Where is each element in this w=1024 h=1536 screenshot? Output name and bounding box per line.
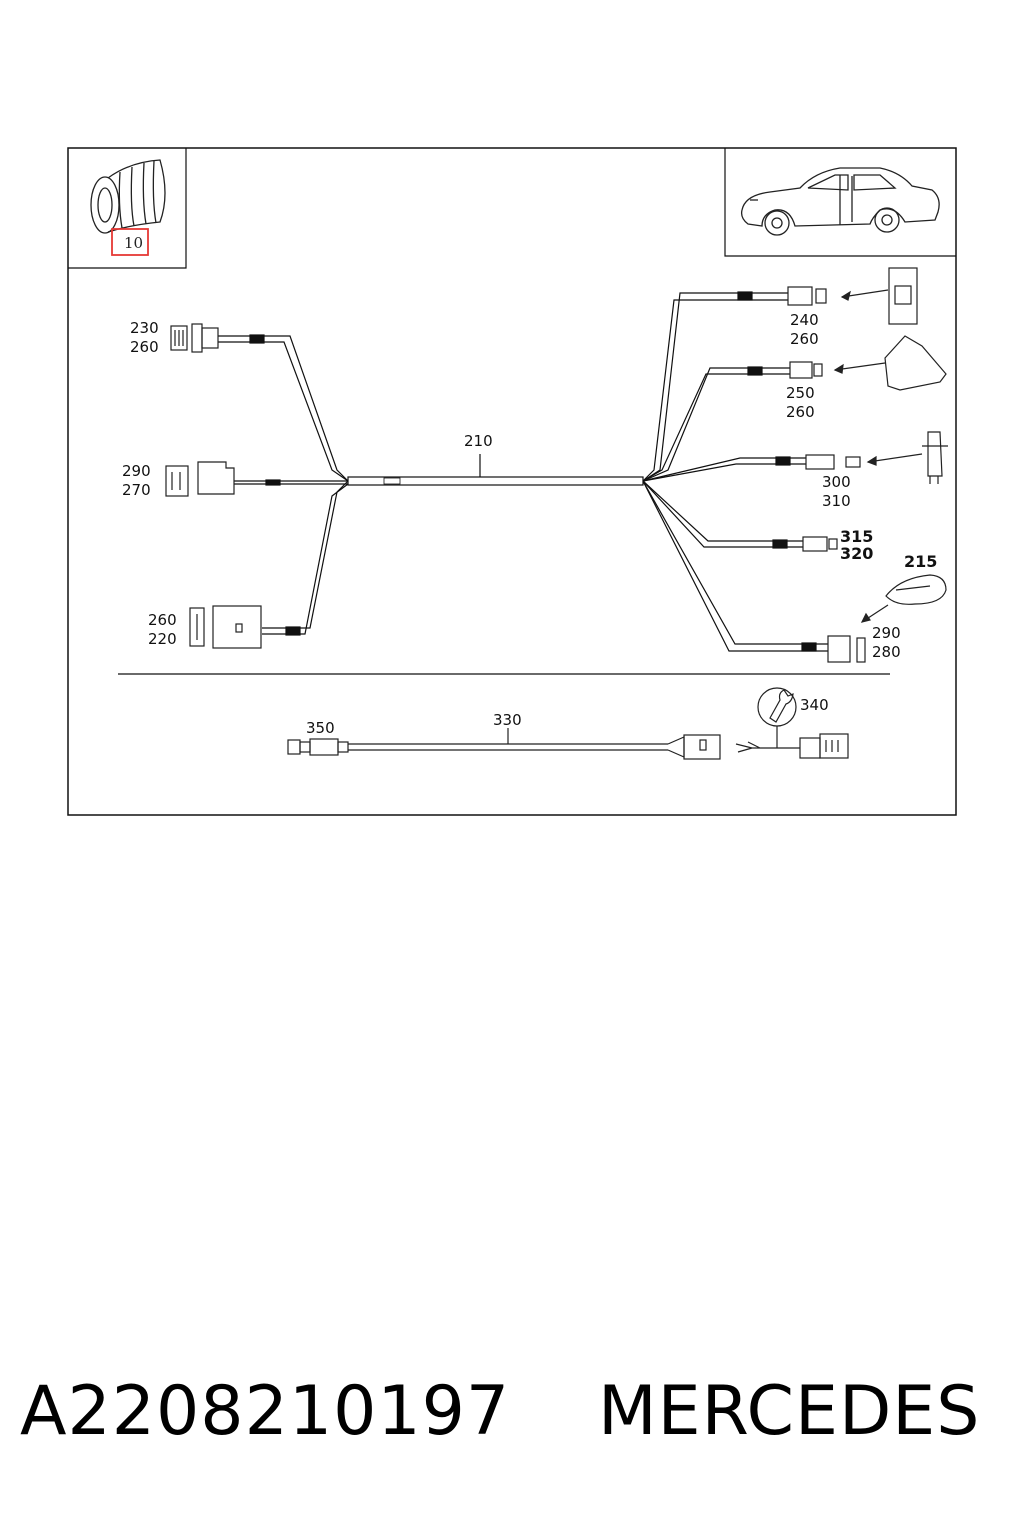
part-number: A2208210197 [20,1372,511,1451]
callout-labels: 210 230 260 290 270 260 220 240 260 250 … [122,311,937,737]
connector-300[interactable] [805,431,948,484]
label-215: 215 [904,552,937,571]
label-290-b: 290 [872,624,901,642]
label-340: 340 [800,696,829,714]
grommet-inset: 10 [68,148,187,269]
grommet-icon [90,159,166,234]
connector-315[interactable] [802,536,838,552]
door-lamp-icon [884,335,947,391]
label-230: 230 [130,319,159,337]
label-330: 330 [493,711,522,729]
label-350: 350 [306,719,335,737]
label-270: 270 [122,481,151,499]
parts-diagram: 10 [67,147,957,816]
wire-harness [218,291,828,652]
cable-330[interactable] [287,728,721,760]
connector-230[interactable] [170,323,219,353]
label-320: 320 [840,544,873,563]
label-220: 220 [148,630,177,648]
label-280: 280 [872,643,901,661]
label-250: 250 [786,384,815,402]
label-315: 315 [840,527,873,546]
window-switch-icon [888,267,918,325]
connector-240[interactable] [787,267,918,325]
diagram-frame [67,147,957,816]
connector-290-left[interactable] [165,461,235,497]
label-240: 240 [790,311,819,329]
label-260-b: 260 [148,611,177,629]
connector-290-right[interactable] [827,574,947,663]
highlight-box[interactable] [111,228,149,256]
highlight-label: 10 [124,234,143,252]
car-inset [724,148,956,257]
door-contact-switch-icon [922,431,948,484]
label-260-a: 260 [130,338,159,356]
door-handle-icon [885,574,947,605]
brand-name: MERCEDES [598,1372,981,1451]
label-260-d: 260 [786,403,815,421]
label-310: 310 [822,492,851,510]
label-260-c: 260 [790,330,819,348]
connector-220[interactable] [189,605,262,649]
label-290-a: 290 [122,462,151,480]
car-icon [740,167,940,236]
label-300: 300 [822,473,851,491]
connector-250[interactable] [789,335,947,391]
footer: A2208210197 MERCEDES [0,1372,1024,1472]
label-main-harness: 210 [464,432,493,450]
connector-340[interactable] [735,687,849,759]
